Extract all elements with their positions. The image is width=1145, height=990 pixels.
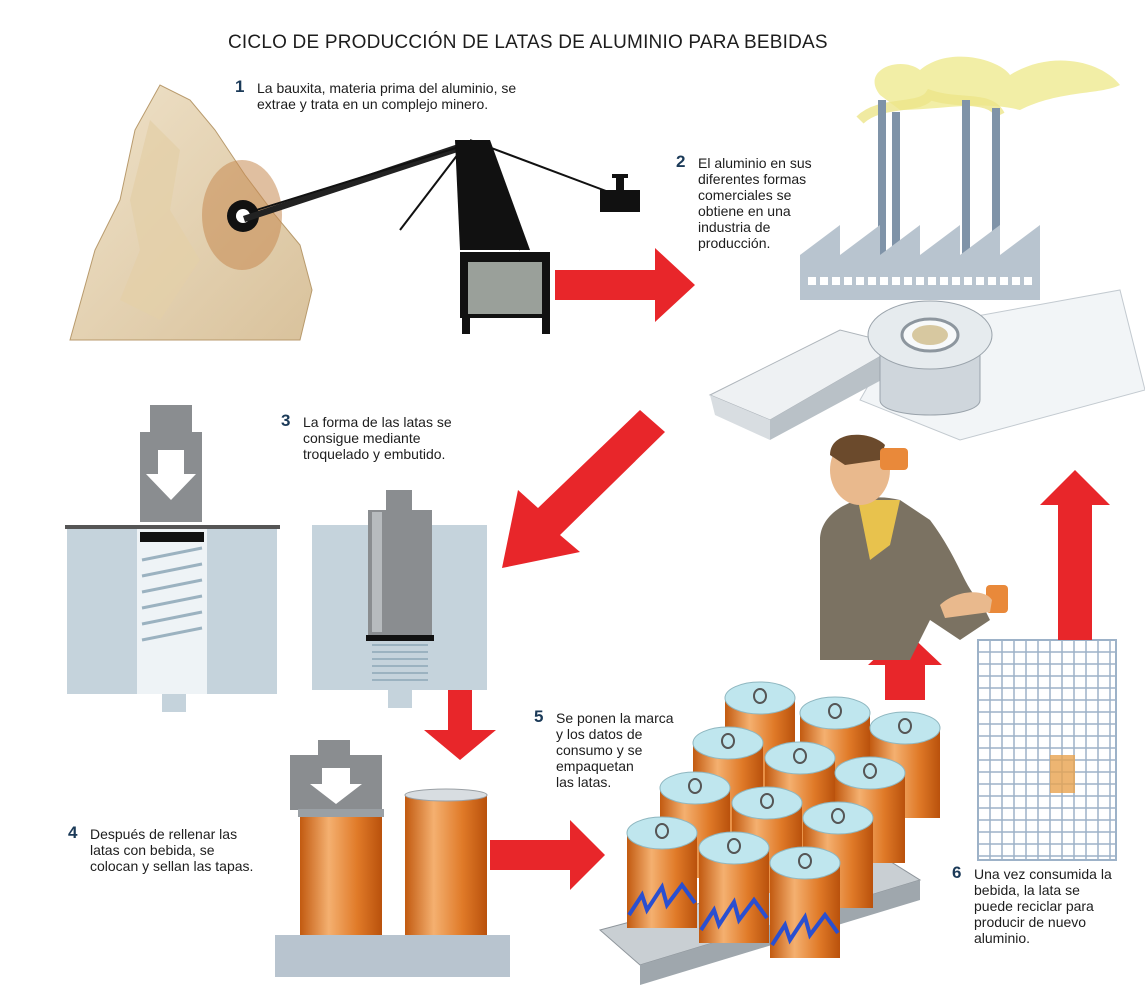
arrow-step4-to-5	[490, 820, 605, 890]
aluminum-coil-icon	[867, 300, 993, 416]
step-1-number: 1	[235, 77, 245, 96]
diagram-title: CICLO DE PRODUCCIÓN DE LATAS DE ALUMINIO…	[228, 32, 828, 53]
step-5-number: 5	[534, 707, 544, 726]
arrow-step6-to-2	[1040, 470, 1110, 640]
step-6-text: Una vez consumida la bebida, la lata se …	[974, 866, 1112, 946]
arrow-step3-to-4	[424, 690, 496, 760]
factory-icon	[800, 56, 1120, 300]
step-2-number: 2	[676, 152, 686, 171]
step-3-text: La forma de las latas se consigue median…	[303, 414, 452, 462]
excavator-icon	[227, 139, 640, 334]
recycling-bin-icon	[977, 639, 1117, 861]
arrow-step1-to-2	[555, 248, 695, 322]
step-5-text: Se ponen la marca y los datos de consumo…	[556, 710, 674, 790]
step-6-number: 6	[952, 863, 962, 882]
step-2-caption: 2 El aluminio en sus diferentes formas c…	[676, 153, 838, 251]
step-1-text: La bauxita, materia prima del aluminio, …	[257, 80, 517, 112]
can-filling-icon	[275, 740, 510, 977]
step-4-text: Después de rellenar las latas con bebida…	[90, 826, 254, 874]
mountain-icon	[69, 84, 313, 341]
step-4-caption: 4 Después de rellenar las latas con bebi…	[68, 824, 300, 874]
press-die-icon	[65, 405, 487, 712]
step-4-number: 4	[68, 823, 78, 842]
step-6-caption: 6 Una vez consumida la bebida, la lata s…	[952, 864, 1144, 946]
step-3-number: 3	[281, 411, 291, 430]
can-pack-icon	[598, 681, 941, 985]
arrow-step2-to-3	[502, 410, 665, 568]
step-5-caption: 5 Se ponen la marca y los datos de consu…	[534, 708, 716, 790]
step-3-caption: 3 La forma de las latas se consigue medi…	[281, 412, 533, 462]
step-1-caption: 1 La bauxita, materia prima del aluminio…	[235, 78, 617, 112]
person-drinking-icon	[820, 434, 1008, 660]
step-2-text: El aluminio en sus diferentes formas com…	[698, 155, 812, 251]
